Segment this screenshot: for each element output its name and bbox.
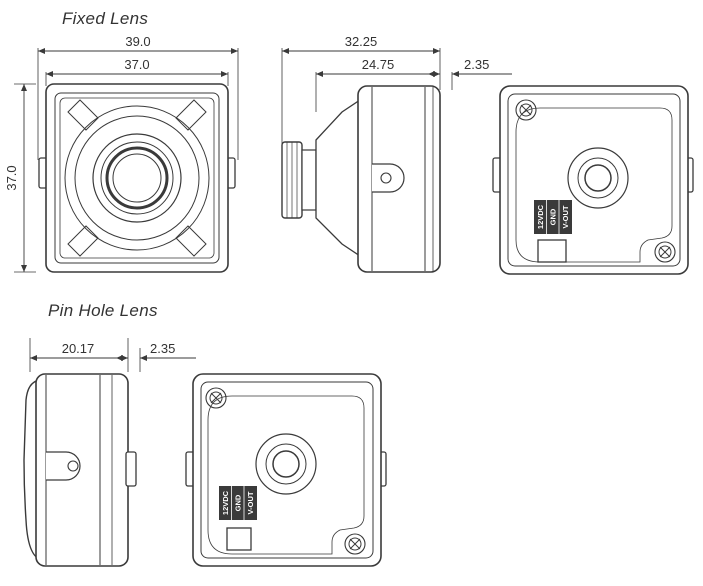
- fixed-lens-title: Fixed Lens: [62, 9, 149, 28]
- fixed-front-view: [14, 48, 239, 273]
- screw-icon: [205, 387, 227, 409]
- pin-label-vout: V-OUT: [561, 205, 570, 228]
- pin-label-12vdc: 12VDC: [536, 204, 545, 229]
- pinhole-lens-title: Pin Hole Lens: [48, 301, 158, 320]
- pin-label-gnd: GND: [549, 208, 558, 225]
- label-pinhole-body-depth: 20.17: [62, 341, 95, 356]
- fixed-back-view: [492, 85, 694, 275]
- label-side-total-depth: 32.25: [345, 34, 378, 49]
- screw-icon: [344, 533, 366, 555]
- label-side-body-depth: 24.75: [362, 57, 395, 72]
- fixed-side-view: [281, 48, 512, 273]
- pinhole-side-view: [23, 338, 196, 567]
- label-front-body-width: 37.0: [124, 57, 149, 72]
- pin-label-12vdc: 12VDC: [221, 490, 230, 515]
- label-back-plate: 2.35: [464, 57, 489, 72]
- connector-label-block: [534, 200, 572, 234]
- back-body: [499, 85, 689, 275]
- pin-label-vout: V-OUT: [246, 491, 255, 514]
- fixed-lens-glass: [105, 146, 169, 210]
- pin-label-gnd: GND: [234, 494, 243, 511]
- label-pinhole-back-plate: 2.35: [150, 341, 175, 356]
- screw-icon: [515, 99, 537, 121]
- label-front-total-width: 39.0: [125, 34, 150, 49]
- pinhole-back-view: [185, 373, 387, 567]
- label-front-height: 37.0: [4, 165, 19, 190]
- connector-label-block: [219, 486, 257, 520]
- connector-socket: [226, 527, 252, 551]
- screw-icon: [654, 241, 676, 263]
- front-body: [45, 83, 229, 273]
- connector-socket: [537, 239, 567, 263]
